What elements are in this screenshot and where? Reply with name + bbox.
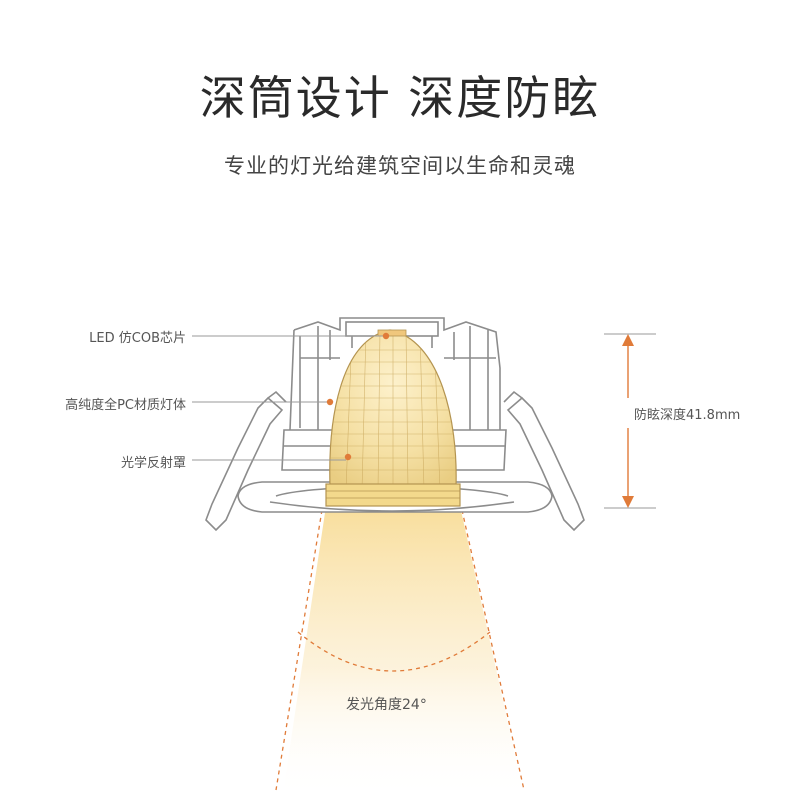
page-title: 深筒设计 深度防眩 [199,71,601,125]
beam-angle-label: 发光角度24° [346,697,427,713]
page-subtitle: 专业的灯光给建筑空间以生命和灵魂 [224,154,576,178]
depth-dimension [604,333,656,509]
led-chip [377,329,407,337]
callout-reflector: 光学反射罩 [120,456,186,471]
optical-reflector [325,329,461,507]
depth-label: 防眩深度41.8mm [634,408,741,423]
callout-led-chip: LED 仿COB芯片 [89,331,186,346]
callout-leaders [192,332,390,461]
light-beam [275,506,525,800]
callout-pc-body: 高纯度全PC材质灯体 [65,398,186,413]
